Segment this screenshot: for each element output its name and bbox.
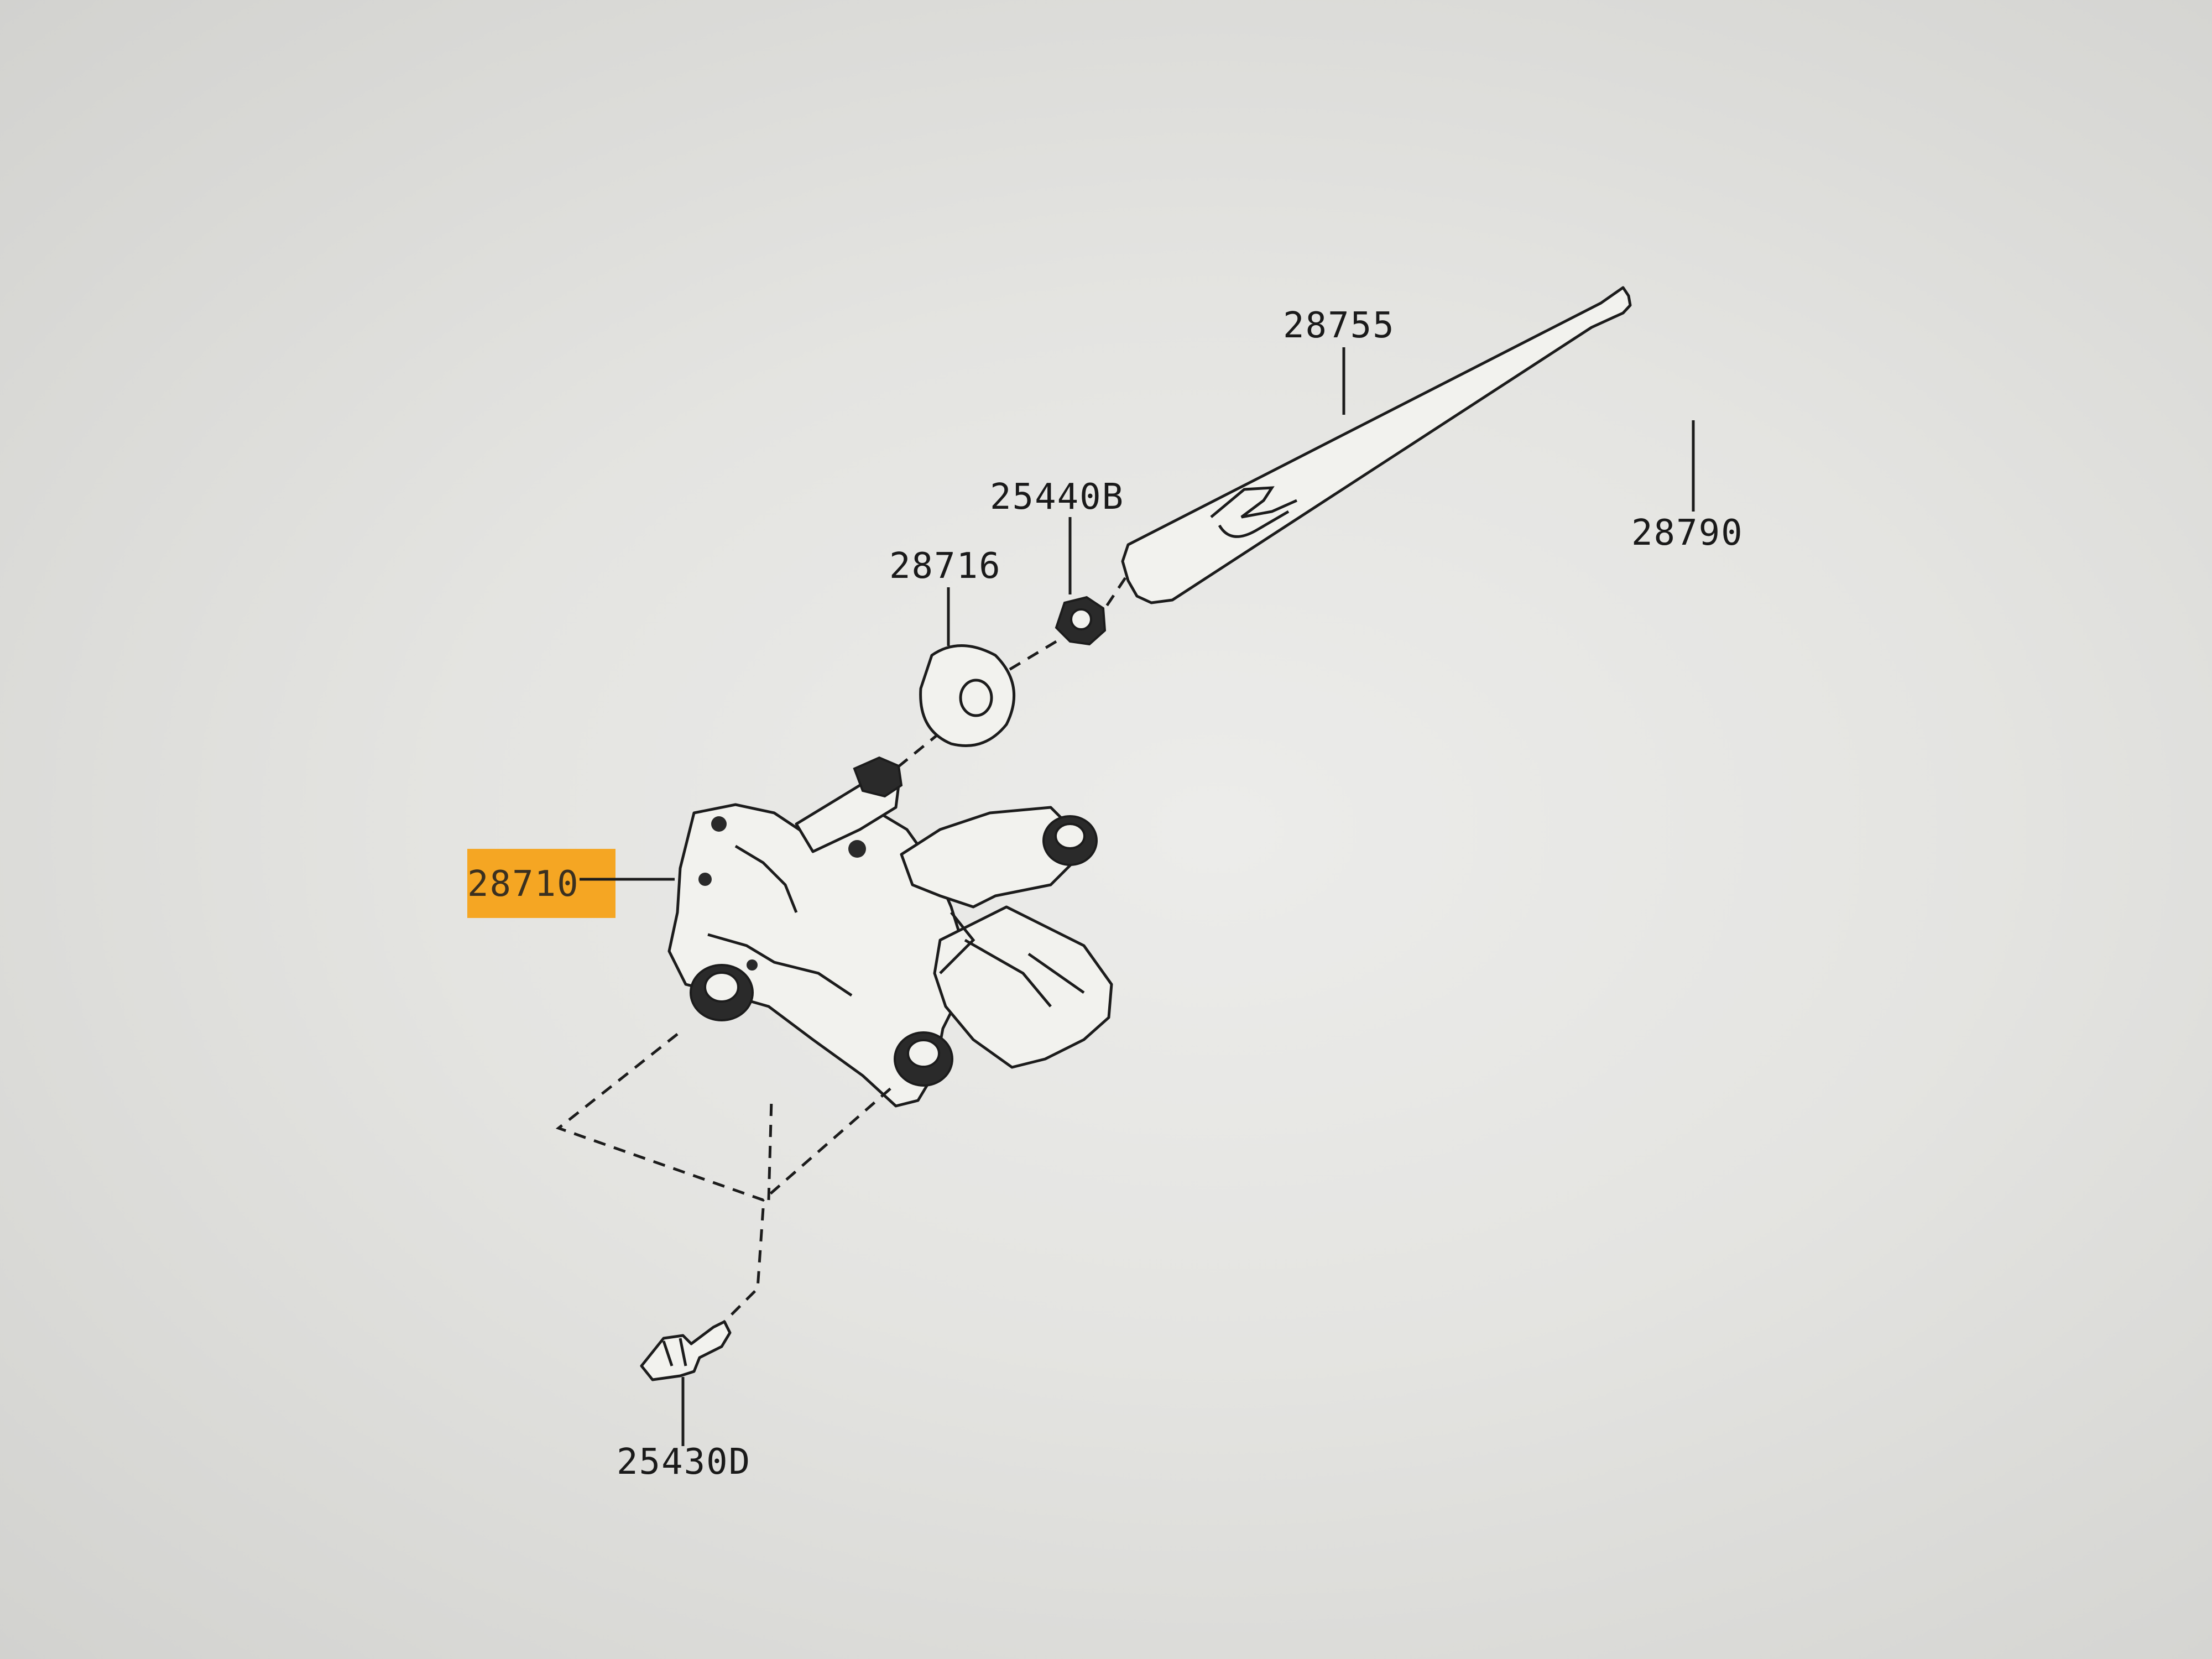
label-28710[interactable]: 28710 — [467, 864, 580, 905]
axis-line-lower — [895, 732, 941, 770]
clip-connector-part[interactable] — [640, 1320, 732, 1381]
connector-guide-line — [718, 1208, 765, 1328]
wiper-arm-part[interactable] — [1121, 286, 1632, 604]
label-25430D[interactable]: 25430D — [617, 1442, 751, 1483]
label-25440B[interactable]: 25440B — [990, 477, 1124, 518]
label-28790[interactable]: 28790 — [1631, 513, 1744, 554]
mounting-plate-outline — [555, 1033, 897, 1202]
plate-fold-line — [767, 1100, 773, 1201]
label-28716[interactable]: 28716 — [889, 546, 1001, 587]
nut-part[interactable] — [1055, 596, 1107, 646]
wiper-motor-part[interactable] — [667, 756, 1113, 1108]
label-28710-highlight — [467, 849, 615, 918]
axis-line-middle — [1000, 640, 1057, 676]
seal-washer-part[interactable] — [919, 644, 1016, 747]
axis-line-upper — [1102, 577, 1127, 612]
label-28755[interactable]: 28755 — [1283, 305, 1395, 346]
